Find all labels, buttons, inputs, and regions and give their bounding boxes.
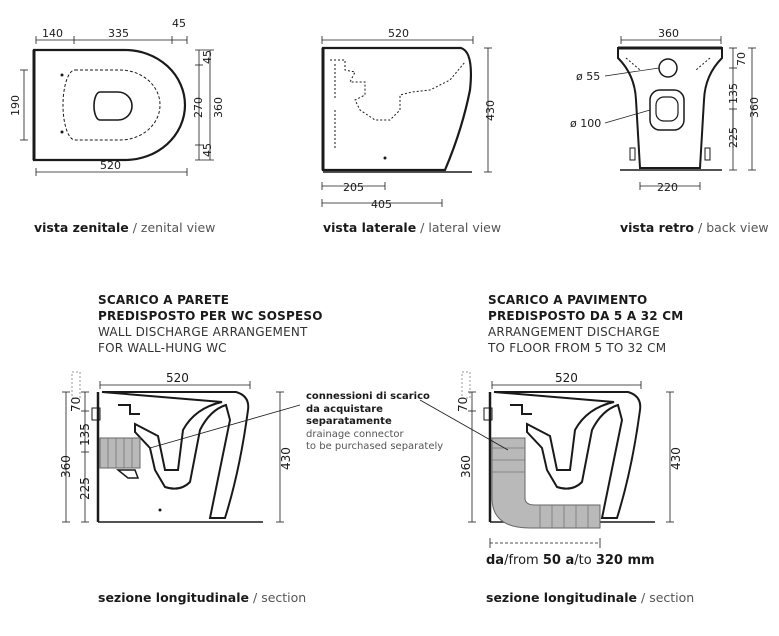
wall-section-heading: SCARICO A PARETE PREDISPOSTO PER WC SOSP… bbox=[98, 292, 323, 356]
floor-section: 520 70 360 430 bbox=[419, 371, 683, 548]
range-to: /to bbox=[574, 553, 596, 568]
zen-dim-45-top: 45 bbox=[172, 17, 186, 30]
zenital-caption-bold: vista zenitale bbox=[34, 220, 129, 235]
floor-title-bold-2: PREDISPOSTO DA 5 A 32 CM bbox=[488, 309, 684, 323]
zen-dim-190: 190 bbox=[9, 95, 22, 116]
lateral-caption-thin: lateral view bbox=[428, 220, 502, 235]
floor-caption-sep: / bbox=[637, 590, 650, 605]
range-320: 320 mm bbox=[595, 553, 655, 568]
zen-dim-140: 140 bbox=[42, 27, 63, 40]
wall-dim-225: 225 bbox=[78, 477, 92, 500]
zen-dim-45-b: 45 bbox=[201, 143, 214, 157]
back-caption: vista retro / back view bbox=[620, 220, 769, 235]
floor-title-thin-1: ARRANGEMENT DISCHARGE bbox=[488, 325, 660, 339]
lateral-view: 520 430 205 405 bbox=[321, 27, 497, 211]
back-dim-70: 70 bbox=[735, 52, 748, 66]
back-caption-sep: / bbox=[694, 220, 707, 235]
wall-dim-135: 135 bbox=[78, 423, 92, 446]
floor-dim-520: 520 bbox=[555, 371, 578, 385]
zenital-caption: vista zenitale / zenital view bbox=[34, 220, 215, 235]
wall-caption-bold: sezione longitudinale bbox=[98, 590, 250, 605]
zen-dim-45-a: 45 bbox=[201, 50, 214, 64]
floor-dim-430: 430 bbox=[669, 447, 683, 470]
back-dim-d100: ø 100 bbox=[570, 117, 601, 130]
wall-title-bold-2: PREDISPOSTO PER WC SOSPESO bbox=[98, 309, 323, 323]
back-dim-360-top: 360 bbox=[658, 27, 679, 40]
range-da: da bbox=[486, 553, 505, 568]
wall-section: 520 70 135 360 225 430 bbox=[59, 371, 301, 523]
wall-caption-sep: / bbox=[249, 590, 262, 605]
wall-title-thin-1: WALL DISCHARGE ARRANGEMENT bbox=[98, 325, 308, 339]
range-50: 50 bbox=[542, 553, 561, 568]
wall-title-bold-1: SCARICO A PARETE bbox=[98, 293, 230, 307]
back-dim-225: 225 bbox=[727, 127, 740, 148]
back-view: 360 ø 55 ø 100 70 135 225 360 22 bbox=[570, 27, 761, 194]
floor-title-thin-2: TO FLOOR FROM 5 TO 32 CM bbox=[488, 341, 667, 355]
wall-dim-360: 360 bbox=[59, 455, 73, 478]
back-dim-360-right: 360 bbox=[748, 97, 761, 118]
back-dim-135: 135 bbox=[727, 83, 740, 104]
back-caption-bold: vista retro bbox=[620, 220, 695, 235]
zenital-caption-thin: zenital view bbox=[140, 220, 216, 235]
connector-note-bold-3: separatamente bbox=[306, 416, 392, 427]
back-dim-d55: ø 55 bbox=[576, 70, 600, 83]
connector-note-bold-1: connessioni di scarico bbox=[306, 391, 430, 402]
zen-dim-520: 520 bbox=[100, 159, 121, 172]
zen-dim-270: 270 bbox=[192, 97, 205, 118]
back-dim-220: 220 bbox=[657, 181, 678, 194]
range-a: a bbox=[560, 553, 575, 568]
connector-note-thin-2: to be purchased separately bbox=[306, 441, 444, 452]
lat-dim-430: 430 bbox=[484, 100, 497, 121]
lateral-caption-bold: vista laterale bbox=[323, 220, 417, 235]
lat-dim-520: 520 bbox=[388, 27, 409, 40]
zen-dim-335: 335 bbox=[108, 27, 129, 40]
zenital-caption-sep: / bbox=[128, 220, 141, 235]
floor-dim-70: 70 bbox=[456, 397, 470, 412]
back-caption-thin: back view bbox=[706, 220, 769, 235]
zenital-view: 140 335 45 190 45 270 360 45 520 bbox=[9, 17, 225, 176]
wall-dim-70: 70 bbox=[69, 397, 83, 412]
floor-caption-bold: sezione longitudinale bbox=[486, 590, 638, 605]
floor-section-heading: SCARICO A PAVIMENTO PREDISPOSTO DA 5 A 3… bbox=[488, 292, 683, 356]
connector-note: connessioni di scarico da acquistare sep… bbox=[306, 391, 443, 454]
floor-title-bold-1: SCARICO A PAVIMENTO bbox=[488, 293, 648, 307]
floor-dim-360: 360 bbox=[459, 455, 473, 478]
wall-section-caption: sezione longitudinale / section bbox=[98, 590, 306, 605]
zen-dim-360: 360 bbox=[212, 97, 225, 118]
wall-title-thin-2: FOR WALL-HUNG WC bbox=[98, 341, 227, 355]
wall-dim-430: 430 bbox=[279, 447, 293, 470]
connector-note-bold-2: da acquistare bbox=[306, 403, 383, 415]
connector-note-thin-1: drainage connector bbox=[306, 428, 404, 440]
wall-caption-thin: section bbox=[261, 590, 307, 605]
floor-range-label: da/from 50 a/to 320 mm bbox=[486, 553, 655, 568]
range-from: /from bbox=[504, 553, 543, 568]
wall-dim-520: 520 bbox=[166, 371, 189, 385]
lat-dim-405: 405 bbox=[371, 198, 392, 211]
lateral-caption: vista laterale / lateral view bbox=[323, 220, 501, 235]
floor-section-caption: sezione longitudinale / section bbox=[486, 590, 694, 605]
floor-caption-thin: section bbox=[649, 590, 695, 605]
lateral-caption-sep: / bbox=[416, 220, 429, 235]
lat-dim-205: 205 bbox=[343, 181, 364, 194]
